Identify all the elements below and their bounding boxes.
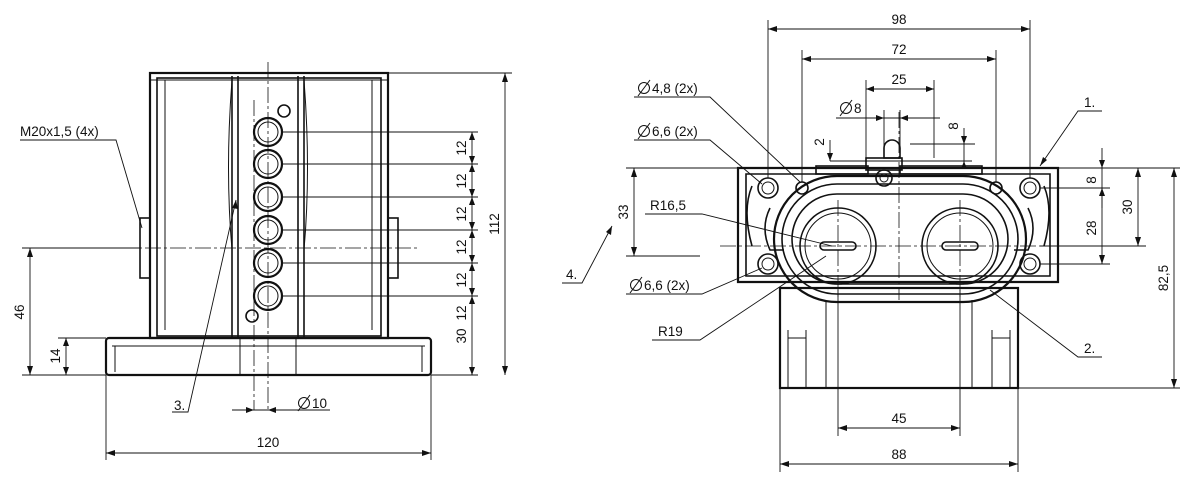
front-view-seal-ring [772, 174, 1028, 304]
diameter-icon [637, 122, 651, 140]
dim-pitch-1: 12 [454, 140, 469, 155]
dim-height-8-right: 8 [1084, 176, 1099, 184]
dim-height-46: 46 [12, 304, 27, 319]
callout-4: 4. [566, 267, 577, 282]
dim-dia-8: 8 [854, 101, 862, 116]
dim-height-14: 14 [48, 348, 63, 364]
dim-height-28: 28 [1084, 220, 1099, 235]
side-view-body [139, 71, 399, 340]
label-radius-19: R19 [658, 324, 683, 339]
dim-height-82-5: 82,5 [1156, 265, 1171, 291]
dim-width-72: 72 [891, 42, 906, 57]
label-hole-6-6-top: 6,6 (2x) [652, 124, 698, 139]
side-view: 12 12 12 12 12 12 30 112 46 14 120 [12, 62, 512, 460]
dim-width-88: 88 [891, 447, 906, 462]
dim-height-30-left: 30 [454, 328, 469, 343]
dim-pitch-4: 12 [454, 239, 469, 254]
dim-width-25: 25 [891, 72, 906, 87]
callout-2: 2. [1084, 341, 1095, 356]
diameter-icon [629, 276, 643, 294]
diameter-icon [637, 79, 651, 97]
dim-width-98: 98 [891, 12, 906, 27]
front-view: 98 72 25 8 2 8 4,8 (2 [562, 12, 1180, 472]
side-view-pitch-lines [282, 131, 478, 376]
dim-dia-10: 10 [312, 396, 327, 411]
label-hole-6-6-bottom: 6,6 (2x) [644, 278, 690, 293]
dim-height-112: 112 [487, 213, 502, 235]
front-view-flange [736, 166, 1060, 284]
dim-pitch-5: 12 [454, 272, 469, 287]
diameter-icon [839, 99, 853, 117]
diameter-icon [297, 394, 311, 412]
dim-8-top: 8 [946, 122, 961, 130]
dim-width-45: 45 [891, 411, 906, 426]
callout-1: 1. [1084, 95, 1095, 110]
callout-3: 3. [174, 398, 185, 413]
dim-height-30-right: 30 [1120, 199, 1135, 214]
dim-height-33: 33 [616, 204, 631, 219]
dim-pitch-2: 12 [454, 173, 469, 188]
label-hole-4-8: 4,8 (2x) [652, 81, 698, 96]
label-thread: M20x1,5 (4x) [20, 124, 99, 139]
side-view-base [104, 336, 433, 377]
dim-pitch-6: 12 [454, 305, 469, 320]
label-radius-16-5: R16,5 [650, 198, 686, 213]
pitch-arrows [469, 132, 475, 375]
dim-pitch-3: 12 [454, 206, 469, 221]
dim-2: 2 [812, 138, 827, 146]
dim-width-120: 120 [257, 435, 280, 450]
